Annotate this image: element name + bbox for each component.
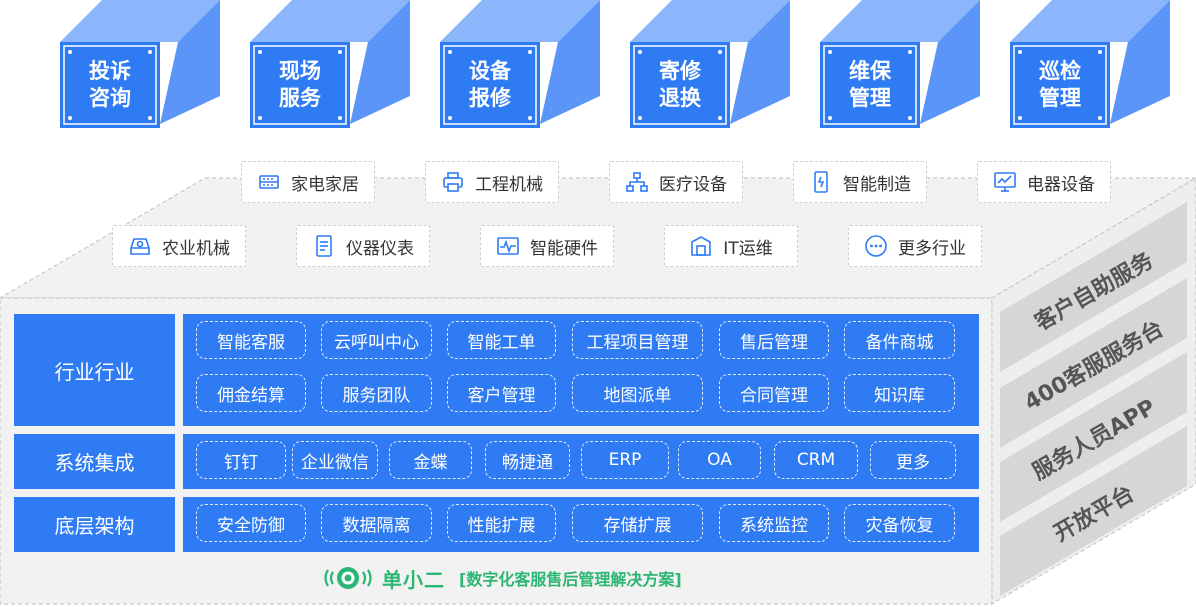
side-band bbox=[1000, 278, 1187, 448]
feature-tag[interactable]: 数据隔离 bbox=[321, 504, 432, 542]
cube-label-line1: 寄修 bbox=[659, 59, 701, 83]
monitor-chart-icon bbox=[994, 172, 1016, 192]
industry-chip-label: 智能硬件 bbox=[530, 238, 598, 259]
cube-label-line1: 设备 bbox=[469, 59, 511, 83]
industry-chip[interactable]: IT运维 bbox=[664, 225, 798, 267]
cube-label: 维保管理 bbox=[820, 46, 920, 124]
feature-tag[interactable]: 佣金结算 bbox=[196, 374, 306, 412]
cube-label-line1: 现场 bbox=[279, 59, 321, 83]
network-icon bbox=[626, 172, 648, 192]
service-cube: 维保管理 bbox=[820, 0, 990, 128]
industry-chip[interactable]: 农业机械 bbox=[112, 225, 246, 267]
industry-chip[interactable]: 工程机械 bbox=[425, 161, 559, 203]
cube-label: 现场服务 bbox=[250, 46, 350, 124]
feature-tag[interactable]: 备件商城 bbox=[844, 321, 955, 359]
cube-label: 投诉咨询 bbox=[60, 46, 160, 124]
cube-label-line2: 咨询 bbox=[89, 86, 131, 110]
cube-label: 巡检管理 bbox=[1010, 46, 1110, 124]
industry-chip-label: 家电家居 bbox=[291, 174, 359, 195]
industry-chip[interactable]: 电器设备 bbox=[977, 161, 1111, 203]
industry-chip[interactable]: 仪器仪表 bbox=[296, 225, 430, 267]
feature-tag[interactable]: 智能客服 bbox=[196, 321, 306, 359]
feature-tag[interactable]: 企业微信 bbox=[292, 441, 378, 479]
feature-tag[interactable]: 知识库 bbox=[844, 374, 955, 412]
feature-tag[interactable]: 售后管理 bbox=[719, 321, 829, 359]
feature-tag[interactable]: 畅捷通 bbox=[485, 441, 570, 479]
cube-label-line1: 维保 bbox=[849, 59, 891, 83]
printer-icon bbox=[443, 172, 463, 192]
feature-tag[interactable]: 云呼叫中心 bbox=[321, 321, 432, 359]
industry-chip-label: 工程机械 bbox=[475, 174, 543, 195]
document-icon bbox=[316, 235, 332, 257]
industry-chip[interactable]: 智能制造 bbox=[793, 161, 927, 203]
side-band bbox=[1000, 202, 1187, 372]
row-label: 底层架构 bbox=[14, 497, 175, 552]
service-cube: 现场服务 bbox=[250, 0, 420, 128]
footer-brand: 单小二 [数字化客服售后管理解决方案] bbox=[322, 560, 682, 596]
row-label: 系统集成 bbox=[14, 434, 175, 489]
feature-tag[interactable]: 钉钉 bbox=[196, 441, 286, 479]
cube-label-line2: 报修 bbox=[469, 86, 511, 110]
side-band bbox=[1000, 426, 1187, 596]
feature-tag[interactable]: 地图派单 bbox=[572, 374, 703, 412]
cube-label-line1: 投诉 bbox=[89, 59, 131, 83]
cube-label-line2: 服务 bbox=[279, 86, 321, 110]
feature-tag[interactable]: 系统监控 bbox=[719, 504, 829, 542]
feature-tag[interactable]: 客户管理 bbox=[447, 374, 556, 412]
side-band bbox=[1000, 352, 1187, 522]
feature-tag[interactable]: CRM bbox=[774, 441, 858, 479]
row-label: 行业行业 bbox=[14, 314, 175, 426]
cube-label: 寄修退换 bbox=[630, 46, 730, 124]
industry-chip-label: 农业机械 bbox=[162, 238, 230, 259]
industry-chip[interactable]: 更多行业 bbox=[848, 225, 982, 267]
industry-chip-label: 智能制造 bbox=[843, 174, 911, 195]
feature-tag[interactable]: OA bbox=[678, 441, 761, 479]
industry-chip-label: IT运维 bbox=[723, 238, 773, 259]
feature-tag[interactable]: ERP bbox=[581, 441, 669, 479]
cube-label: 设备报修 bbox=[440, 46, 540, 124]
home-appliance-icon bbox=[259, 175, 279, 189]
pulse-monitor-icon bbox=[497, 237, 519, 255]
industry-chip-label: 仪器仪表 bbox=[346, 238, 414, 259]
service-cube: 寄修退换 bbox=[630, 0, 800, 128]
feature-tag[interactable]: 合同管理 bbox=[719, 374, 829, 412]
feature-tag[interactable]: 服务团队 bbox=[321, 374, 432, 412]
industry-chip-label: 更多行业 bbox=[898, 238, 966, 259]
cube-label-line1: 巡检 bbox=[1039, 59, 1081, 83]
cube-label-line2: 管理 bbox=[1039, 86, 1081, 110]
building-icon bbox=[691, 236, 712, 256]
industry-chip[interactable]: 家电家居 bbox=[241, 161, 375, 203]
cube-label-line2: 退换 bbox=[659, 86, 701, 110]
industry-chip-label: 电器设备 bbox=[1027, 174, 1095, 195]
industry-chip-label: 医疗设备 bbox=[659, 174, 727, 195]
feature-tag[interactable]: 更多 bbox=[870, 441, 956, 479]
brand-name: 单小二 bbox=[382, 567, 445, 592]
industry-chip[interactable]: 医疗设备 bbox=[609, 161, 743, 203]
feature-tag[interactable]: 智能工单 bbox=[447, 321, 556, 359]
disk-icon bbox=[130, 238, 150, 255]
service-cube: 设备报修 bbox=[440, 0, 610, 128]
more-icon bbox=[865, 235, 887, 257]
feature-tag[interactable]: 工程项目管理 bbox=[572, 321, 703, 359]
brand-tagline: [数字化客服售后管理解决方案] bbox=[459, 570, 682, 589]
feature-tag[interactable]: 安全防御 bbox=[196, 504, 306, 542]
feature-tag[interactable]: 灾备恢复 bbox=[844, 504, 955, 542]
service-cube: 投诉咨询 bbox=[60, 0, 230, 128]
cube-label-line2: 管理 bbox=[849, 86, 891, 110]
feature-tag[interactable]: 金蝶 bbox=[389, 441, 472, 479]
feature-tag[interactable]: 存储扩展 bbox=[572, 504, 703, 542]
feature-tag[interactable]: 性能扩展 bbox=[447, 504, 556, 542]
service-cube: 巡检管理 bbox=[1010, 0, 1180, 128]
brand-logo-icon bbox=[324, 567, 372, 589]
device-icon bbox=[814, 171, 828, 193]
industry-chip[interactable]: 智能硬件 bbox=[480, 225, 614, 267]
